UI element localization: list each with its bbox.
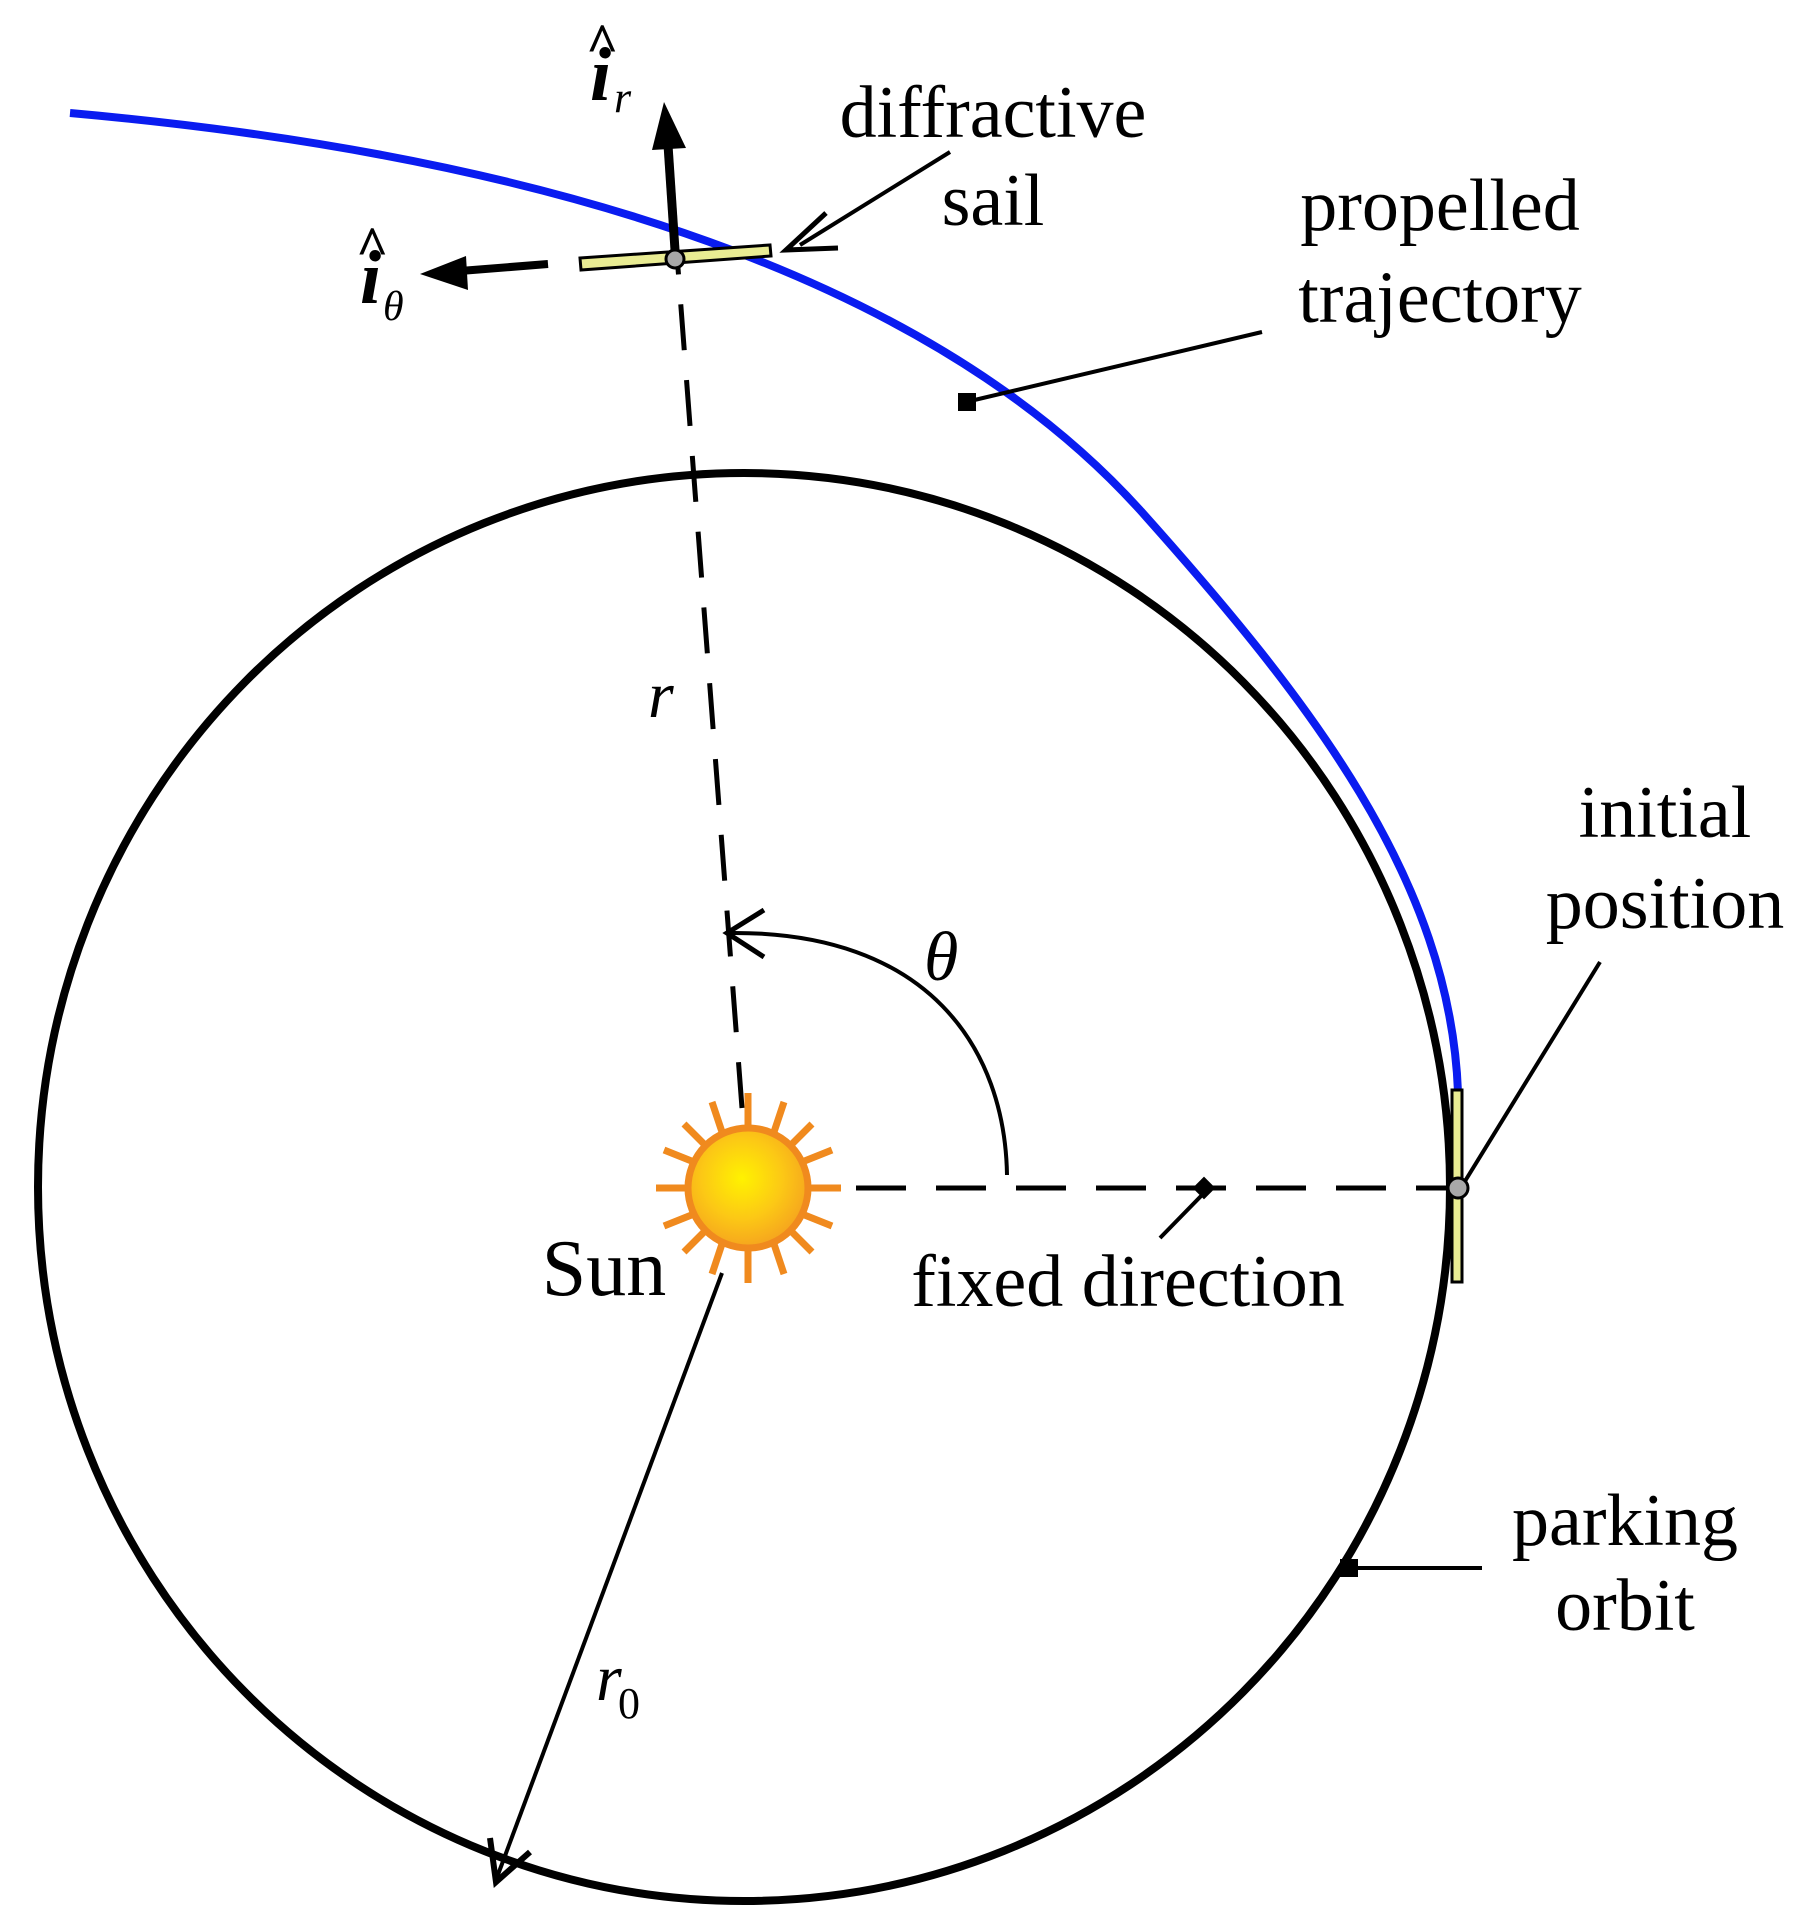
sun-label: Sun — [542, 1225, 667, 1313]
sun-icon — [656, 1093, 841, 1283]
radial-unit-hat: ^ — [586, 13, 619, 75]
sail-label-line2: sail — [942, 160, 1045, 242]
orbit-radius-subscript: 0 — [618, 1679, 640, 1728]
transverse-unit-symbol: i — [360, 236, 381, 320]
initial-position-label-line1: initial — [1579, 772, 1752, 854]
sail-initial — [1446, 1088, 1470, 1284]
propelled-trajectory — [69, 109, 1462, 1093]
sail-top — [420, 102, 773, 290]
trajectory-marker — [958, 393, 976, 411]
sail-node — [664, 248, 686, 270]
fixed-direction-marker — [1192, 1176, 1216, 1200]
transverse-unit-hat: ^ — [356, 216, 389, 278]
parking-orbit-label-line2: orbit — [1555, 1565, 1695, 1647]
radius-line — [674, 254, 745, 1109]
trajectory-label-line2: trajectory — [1298, 257, 1582, 339]
transverse-unit-subscript: θ — [383, 284, 404, 330]
orbit-radius-line — [494, 1272, 724, 1881]
orbit-radius-symbol: r — [596, 1642, 622, 1715]
angle-arc — [726, 930, 1009, 1176]
trajectory-label-line1: propelled — [1300, 165, 1579, 247]
angle-symbol: θ — [924, 919, 958, 996]
fixed-direction-leader — [1158, 1192, 1205, 1240]
distance-symbol: r — [648, 659, 674, 732]
radial-unit-subscript: r — [614, 73, 632, 122]
radial-unit-arrow — [663, 144, 680, 251]
fixed-direction-label: fixed direction — [911, 1241, 1345, 1323]
parking-orbit-label-line1: parking — [1512, 1480, 1738, 1562]
orbit-radius-arrowhead — [487, 1837, 532, 1888]
trajectory-leader — [965, 330, 1263, 404]
parking-orbit-marker — [1340, 1559, 1358, 1577]
angle-arrowhead — [722, 907, 766, 960]
transverse-unit-arrow — [459, 260, 549, 275]
sail-pointer-line — [798, 150, 952, 247]
initial-position-label-line2: position — [1546, 863, 1784, 945]
sail-label-line1: diffractive — [840, 72, 1147, 154]
sail-pointer-arrowhead — [779, 211, 839, 253]
radial-unit-symbol: i — [590, 33, 611, 117]
initial-node — [1446, 1176, 1470, 1200]
initial-position-leader — [1460, 960, 1602, 1188]
